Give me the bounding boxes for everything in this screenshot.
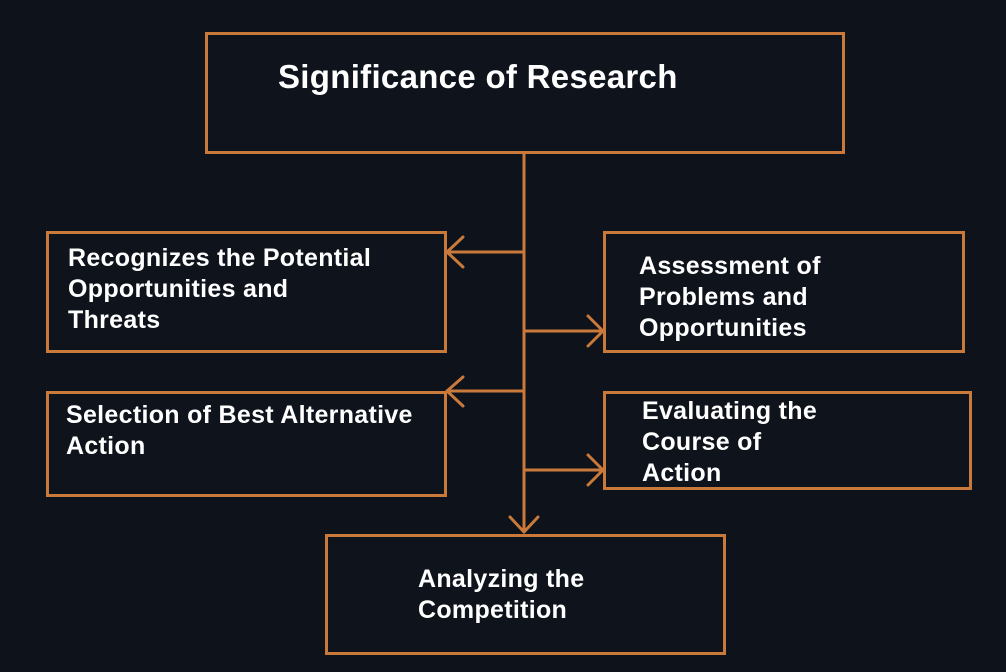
- competition-line: Analyzing the: [418, 565, 585, 593]
- potential-line: Recognizes the Potential: [68, 244, 372, 272]
- selection-line: Selection of Best Alternative: [66, 401, 413, 429]
- selection-label: Selection of Best Alternative Action: [66, 400, 413, 462]
- competition-line: Competition: [418, 596, 568, 624]
- evaluating-line: Action: [642, 459, 722, 487]
- evaluating-line: Course of: [642, 428, 762, 456]
- assessment-line: Problems and: [639, 283, 808, 311]
- diagram-title: Significance of Research: [278, 58, 678, 95]
- evaluating-line: Evaluating the: [642, 397, 818, 425]
- potential-line: Opportunities and: [68, 275, 289, 303]
- arrowhead-to-competition: [508, 515, 540, 534]
- potential-box: Recognizes the Potential Opportunities a…: [46, 231, 447, 353]
- evaluating-box: Evaluating the Course of Action: [603, 391, 972, 490]
- assessment-box: Assessment of Problems and Opportunities: [603, 231, 965, 353]
- selection-box: Selection of Best Alternative Action: [46, 391, 447, 497]
- title-box: Significance of Research: [205, 32, 845, 154]
- potential-line: Threats: [68, 306, 161, 334]
- assessment-line: Opportunities: [639, 314, 807, 342]
- arrowhead-to-selection: [445, 375, 465, 408]
- selection-line: Action: [66, 432, 146, 460]
- assessment-line: Assessment of: [639, 252, 821, 280]
- arrowhead-to-potential: [445, 235, 465, 269]
- competition-box: Analyzing the Competition: [325, 534, 726, 655]
- potential-label: Recognizes the Potential Opportunities a…: [68, 243, 371, 336]
- competition-label: Analyzing the Competition: [418, 564, 584, 626]
- evaluating-label: Evaluating the Course of Action: [642, 396, 817, 489]
- assessment-label: Assessment of Problems and Opportunities: [639, 251, 821, 344]
